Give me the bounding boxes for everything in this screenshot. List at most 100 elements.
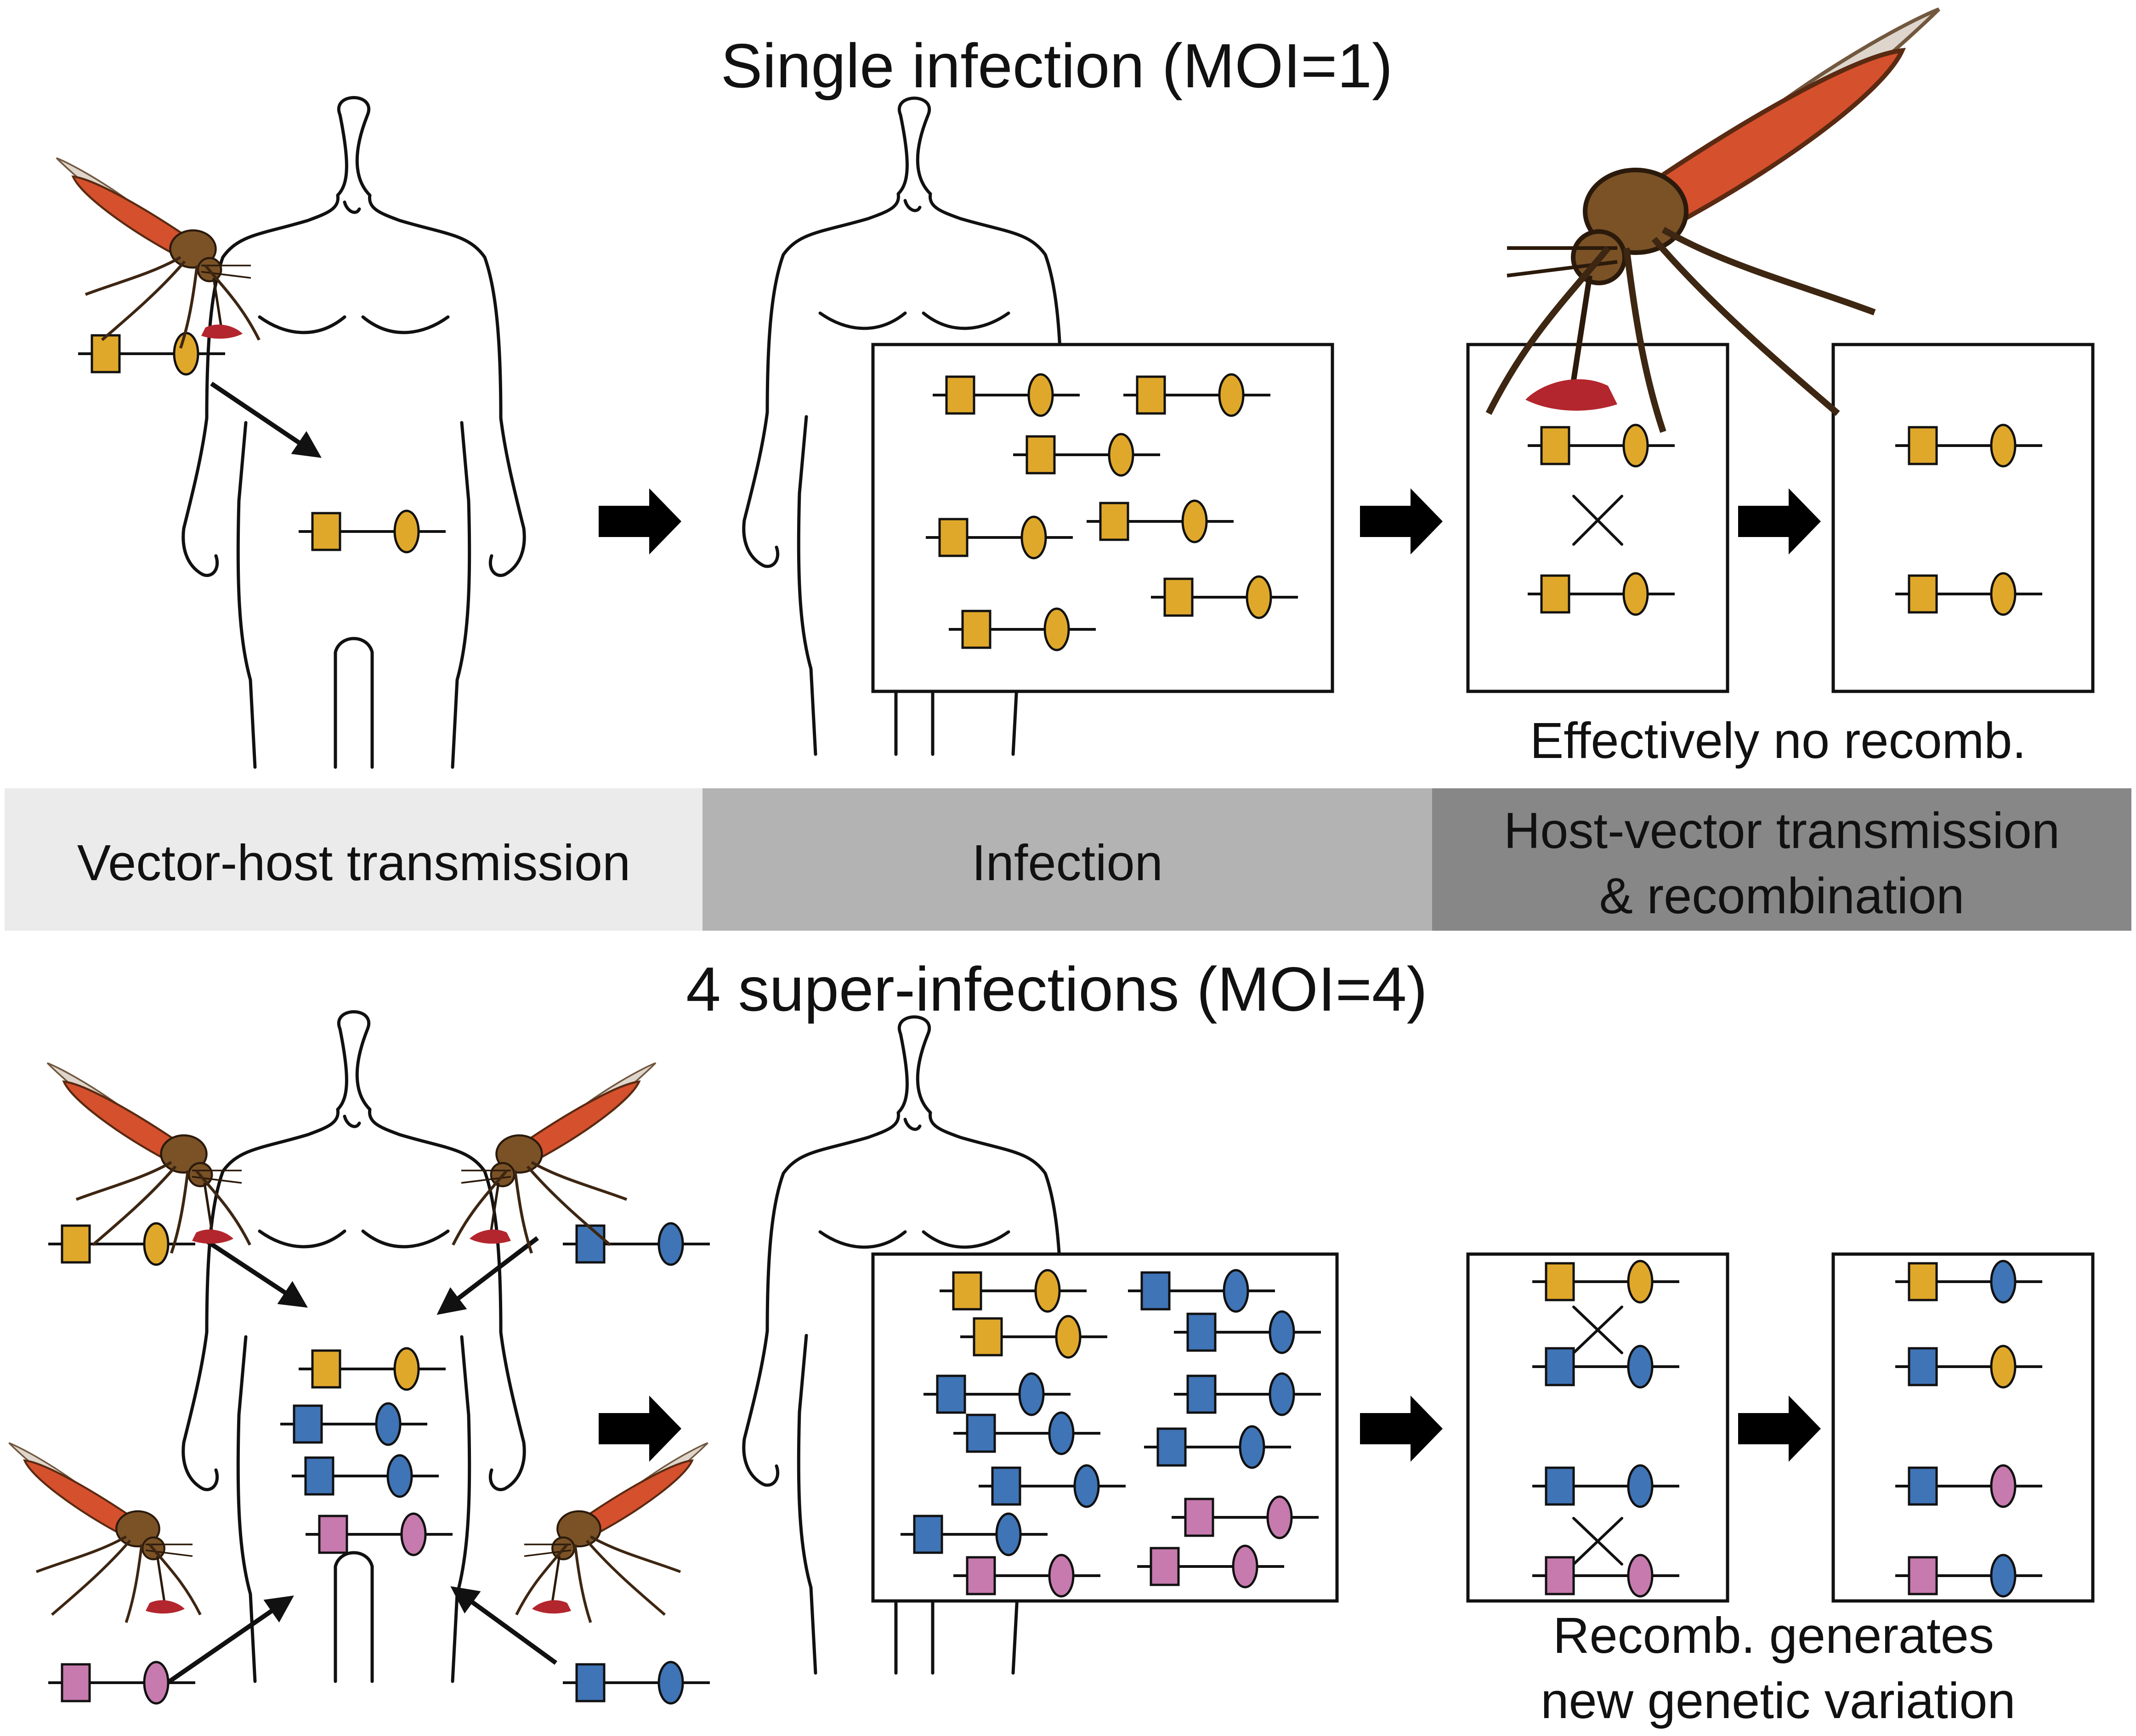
top-title: Single infection (MOI=1) <box>721 31 1393 101</box>
allele-square <box>1908 1466 1938 1506</box>
phase-label-vector-host: Vector-host transmission <box>77 835 630 891</box>
allele-ellipse <box>1990 1554 2017 1598</box>
step-arrow-icon <box>1360 1396 1443 1462</box>
chromosome-icon <box>926 515 1073 560</box>
chromosome-icon <box>979 1464 1126 1508</box>
allele-square <box>1156 1427 1187 1467</box>
allele-ellipse <box>1269 1372 1295 1416</box>
oocyst-box-bottom <box>1466 1252 1729 1603</box>
allele-square <box>1186 1312 1217 1352</box>
allele-square <box>913 1515 943 1554</box>
bottom-caption-line1: Recomb. generates <box>1553 1607 1994 1664</box>
allele-ellipse <box>393 509 420 554</box>
chromosome-icon <box>901 1512 1048 1556</box>
allele-ellipse <box>1020 515 1047 560</box>
allele-ellipse <box>1990 1464 2017 1508</box>
chromosome-icon <box>953 1411 1100 1455</box>
chromosome-icon <box>48 1222 195 1266</box>
allele-square <box>61 1224 91 1264</box>
allele-ellipse <box>173 332 199 376</box>
chromosome-layer <box>48 332 2042 1705</box>
allele-square <box>1545 1347 1575 1386</box>
chromosome-icon <box>1087 499 1234 543</box>
chromosome-icon <box>48 1661 195 1705</box>
allele-square <box>961 610 992 649</box>
allele-ellipse <box>657 1222 684 1266</box>
allele-ellipse <box>1622 572 1649 616</box>
phase-label-host-vector-line1: Host-vector transmission <box>1504 803 2060 859</box>
human-silhouette-icon <box>183 1012 524 1682</box>
allele-square <box>1908 1556 1938 1595</box>
allele-square <box>311 1349 341 1389</box>
chromosome-icon <box>280 1402 427 1446</box>
allele-ellipse <box>1239 1425 1265 1469</box>
allele-ellipse <box>657 1661 684 1705</box>
chromosome-icon <box>1144 1425 1291 1469</box>
allele-ellipse <box>1627 1345 1654 1389</box>
chromosome-icon <box>933 373 1080 417</box>
chromosome-icon <box>1528 572 1675 616</box>
inoculation-arrow <box>436 1236 539 1315</box>
chromosome-icon <box>1895 1554 2042 1598</box>
allele-ellipse <box>1055 1315 1082 1359</box>
chromosome-icon <box>1532 1345 1679 1389</box>
allele-ellipse <box>1073 1464 1100 1508</box>
cross-icon <box>1572 1517 1623 1566</box>
chromosome-icon <box>924 1372 1071 1416</box>
phase-label-host-vector-line2: & recombination <box>1599 868 1965 924</box>
chromosome-icon <box>299 1347 446 1391</box>
allele-square <box>991 1466 1021 1506</box>
allele-ellipse <box>143 1222 170 1266</box>
mosquito-icon <box>8 1442 202 1623</box>
phase-band-infection <box>703 788 1432 931</box>
human-silhouette-icon <box>183 98 524 768</box>
allele-square <box>91 334 121 373</box>
inoculation-arrow <box>155 1595 294 1693</box>
cross-icon <box>1572 495 1623 546</box>
chromosome-icon <box>563 1222 710 1266</box>
chromosome-icon <box>299 509 446 554</box>
chromosome-icon <box>1895 1464 2042 1508</box>
phase-band-vector-host <box>5 788 703 931</box>
allele-ellipse <box>1223 1269 1249 1313</box>
allele-square <box>1186 1374 1217 1414</box>
chromosome-icon <box>949 607 1096 651</box>
progeny-box-bottom <box>1831 1252 2095 1603</box>
chromosome-icon <box>1137 1544 1284 1589</box>
chromosome-icon <box>1174 1310 1321 1354</box>
allele-square <box>966 1556 996 1595</box>
chromosome-icon <box>1532 1554 1679 1598</box>
allele-square <box>318 1515 348 1554</box>
allele-ellipse <box>143 1661 170 1705</box>
allele-square <box>1150 1547 1180 1586</box>
allele-ellipse <box>1622 424 1649 468</box>
allele-ellipse <box>1108 433 1134 477</box>
allele-square <box>966 1414 996 1453</box>
allele-square <box>1136 375 1166 415</box>
allele-ellipse <box>1218 373 1245 417</box>
chromosome-icon <box>1895 424 2042 468</box>
inoculation-arrow <box>450 1586 557 1665</box>
inoculation-arrow <box>201 1236 308 1308</box>
allele-square <box>575 1663 606 1702</box>
allele-ellipse <box>1990 424 2017 468</box>
phase-band: Vector-host transmission Infection Host-… <box>5 788 2131 931</box>
allele-square <box>1908 426 1938 465</box>
allele-square <box>945 375 975 415</box>
allele-ellipse <box>1990 1260 2017 1304</box>
chromosome-icon <box>960 1315 1107 1359</box>
mosquito-icon <box>452 1062 657 1254</box>
chromosome-icon <box>1174 1372 1321 1416</box>
step-arrow-icon <box>599 488 681 554</box>
allele-ellipse <box>1627 1260 1654 1304</box>
chromosome-icon <box>563 1661 710 1705</box>
allele-square <box>1908 574 1938 614</box>
allele-square <box>1163 577 1194 617</box>
allele-ellipse <box>1990 572 2017 616</box>
allele-square <box>293 1404 323 1444</box>
chromosome-icon <box>1013 433 1160 477</box>
allele-ellipse <box>1043 607 1070 651</box>
cross-icon <box>1572 1306 1623 1354</box>
allele-square <box>952 1271 982 1311</box>
